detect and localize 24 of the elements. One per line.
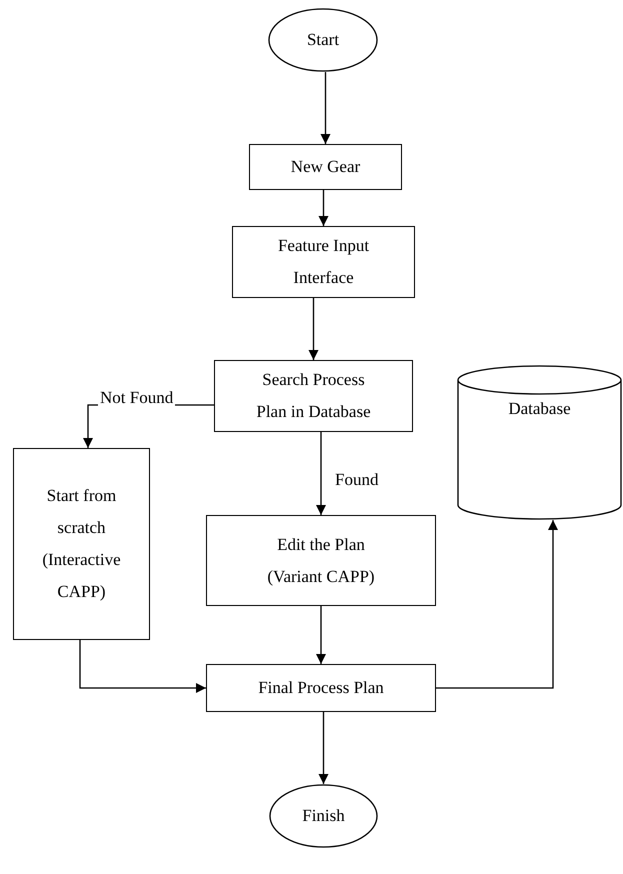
arrow [436, 520, 558, 689]
node-label: Finish [302, 805, 345, 827]
node-label: Start from scratch (Interactive CAPP) [41, 485, 122, 603]
node-label: Database [508, 398, 571, 420]
arrow [316, 606, 326, 664]
node-label: Final Process Plan [258, 677, 384, 699]
arrow [318, 712, 328, 784]
node-label: Feature Input Interface [276, 235, 370, 289]
process-box [249, 144, 402, 190]
process-box [232, 226, 415, 298]
arrow [320, 72, 330, 144]
process-box [214, 360, 413, 432]
arrow [318, 190, 328, 226]
node-label: New Gear [290, 156, 360, 178]
node-label: Start [306, 29, 340, 51]
process-box [13, 448, 150, 640]
node-label: Search Process Plan in Database [255, 369, 372, 423]
edge-label: Not Found [98, 388, 176, 408]
node-label: Edit the Plan (Variant CAPP) [266, 534, 376, 588]
process-box [206, 664, 436, 712]
process-box [206, 515, 436, 606]
arrow [79, 640, 206, 693]
arrow [316, 432, 326, 515]
arrow [308, 298, 318, 360]
